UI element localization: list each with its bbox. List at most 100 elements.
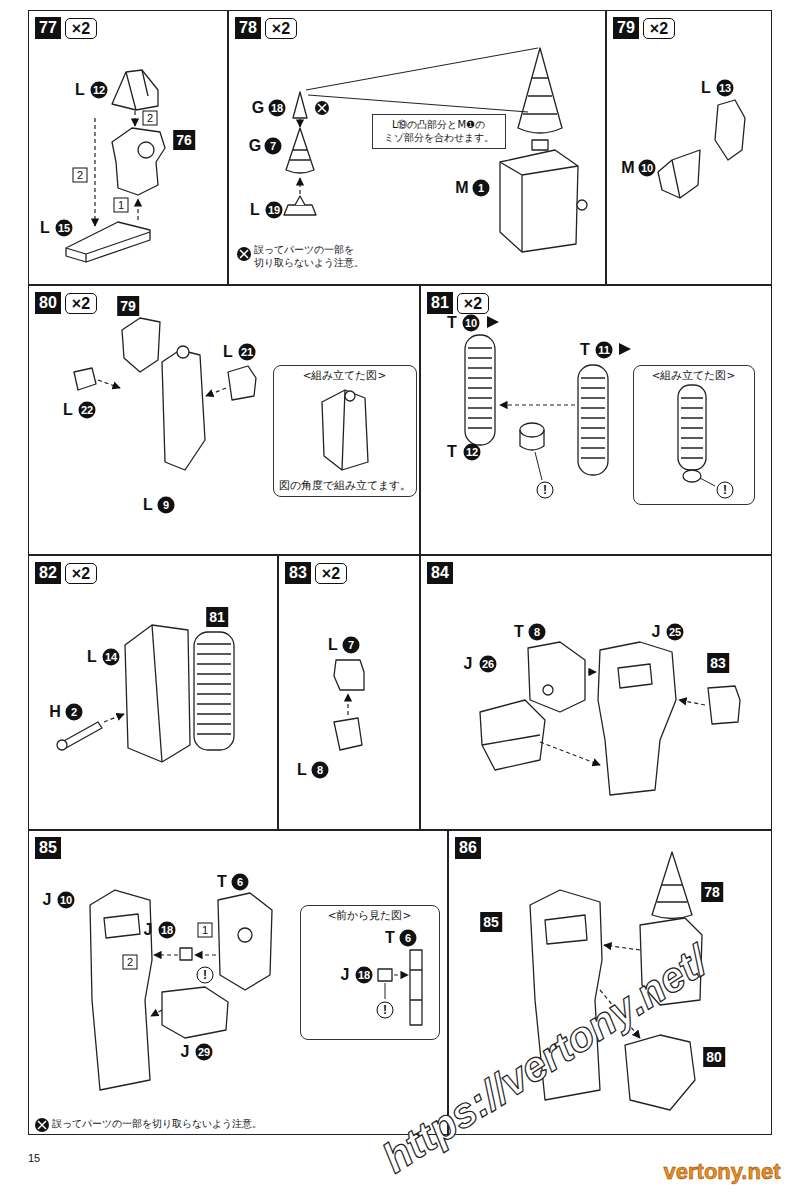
subassembly-ref: 85 — [480, 912, 502, 932]
assembly-arrow — [98, 380, 120, 388]
part-outline — [468, 348, 492, 428]
part-letter: J — [181, 1044, 190, 1060]
assembly-arrow — [347, 694, 348, 715]
note-box: L⑲の凸部分とM❶の ミゾ部分を合わせます。 — [372, 114, 506, 149]
part-letter: J — [43, 892, 52, 908]
view-title: <前から見た図> — [328, 909, 412, 923]
part-letter: T — [447, 444, 457, 460]
view-note: 図の角度で組み立てます。 — [279, 479, 411, 493]
part-outline — [90, 890, 152, 1090]
subassembly-ref: 76 — [173, 130, 195, 150]
part-outline — [57, 740, 67, 750]
part-letter: L — [143, 497, 153, 513]
part-letter: L — [63, 402, 73, 418]
part-number: 9 — [158, 497, 175, 514]
subassembly-ref: 81 — [206, 607, 228, 627]
quantity-badge: ×2 — [315, 563, 347, 584]
caution-icon — [38, 1121, 46, 1129]
part-number: 12 — [91, 82, 108, 99]
part-outline — [194, 632, 234, 750]
leader-line — [308, 95, 528, 112]
part-outline — [480, 700, 545, 770]
caution-note: 誤ってパーツの一部を切り取らないよう注意。 — [52, 1118, 262, 1131]
part-letter: L — [328, 637, 338, 653]
assembly-arrow — [604, 945, 640, 950]
part-outline — [715, 100, 745, 160]
part-outline — [500, 150, 578, 252]
watermark: vertony.net — [664, 1159, 781, 1185]
part-letter: T — [514, 624, 524, 640]
part-outline — [345, 391, 355, 401]
caution-note: 誤ってパーツの一部を 切り取らないよう注意。 — [254, 244, 366, 270]
part-number: 10 — [639, 160, 656, 177]
watermark: https://vertony.net/ — [374, 937, 716, 1182]
part-outline — [228, 366, 256, 400]
step-number: 84 — [427, 562, 453, 584]
part-outline — [658, 150, 700, 198]
assembly-arrow — [588, 671, 596, 672]
part-outline — [238, 928, 252, 942]
part-outline — [125, 625, 190, 762]
step-panel: 80×2<組み立てた図>図の角度で組み立てます。 — [28, 285, 420, 555]
order-number: 1 — [198, 923, 213, 938]
step-panel: 84 — [420, 555, 772, 830]
assembly-arrow — [206, 388, 226, 396]
step-number: 85 — [35, 837, 61, 859]
step-header: 78×2 — [235, 17, 297, 39]
part-outline — [465, 335, 495, 445]
part-letter: G — [252, 100, 264, 116]
gate-icon — [619, 343, 631, 355]
assembly-arrow — [137, 199, 138, 220]
part-outline — [543, 685, 553, 695]
part-number: 15 — [56, 220, 73, 237]
step-number: 77 — [35, 17, 61, 39]
order-number: 1 — [114, 198, 129, 213]
assembly-arrow — [95, 111, 705, 1038]
part-outline — [618, 664, 652, 688]
quantity-badge: ×2 — [457, 293, 489, 314]
part-outline — [112, 128, 165, 195]
quantity-badge: ×2 — [65, 563, 97, 584]
part-outline — [410, 970, 422, 1000]
step-number: 83 — [285, 562, 311, 584]
step-header: 81×2 — [427, 292, 489, 314]
part-letter: M — [455, 180, 468, 196]
part-outline — [523, 78, 557, 114]
part-outline — [378, 969, 392, 981]
part-number: 18 — [356, 967, 373, 984]
part-outline — [74, 368, 96, 390]
part-number: 7 — [343, 637, 360, 654]
part-outline — [180, 948, 192, 960]
part-outline — [528, 642, 585, 712]
step-panel: 79×2 — [606, 10, 772, 285]
part-outline — [66, 222, 150, 262]
page-number: 15 — [28, 1152, 40, 1164]
part-number: 8 — [312, 762, 329, 779]
part-outline — [126, 70, 148, 110]
part-outline — [104, 914, 140, 938]
part-outline — [112, 70, 158, 110]
gate-icon — [487, 316, 499, 328]
assembly-arrow — [500, 404, 575, 405]
assembly-arrow — [94, 118, 95, 226]
part-outline — [66, 232, 150, 262]
part-outline — [683, 470, 701, 482]
quantity-badge: ×2 — [65, 18, 97, 39]
part-number: 7 — [265, 138, 282, 155]
part-outline — [152, 625, 162, 762]
assembly-arrow — [540, 742, 600, 765]
part-outline — [162, 987, 228, 1038]
step-header: 82×2 — [35, 562, 97, 584]
part-outline — [581, 378, 605, 458]
quantity-badge: ×2 — [65, 293, 97, 314]
part-number: 18 — [159, 922, 176, 939]
step-header: 77×2 — [35, 17, 97, 39]
assembly-arrow — [104, 714, 124, 722]
order-number: 2 — [143, 111, 158, 126]
part-number: 2 — [66, 704, 83, 721]
step-number: 81 — [427, 292, 453, 314]
part-number: 10 — [463, 315, 480, 332]
